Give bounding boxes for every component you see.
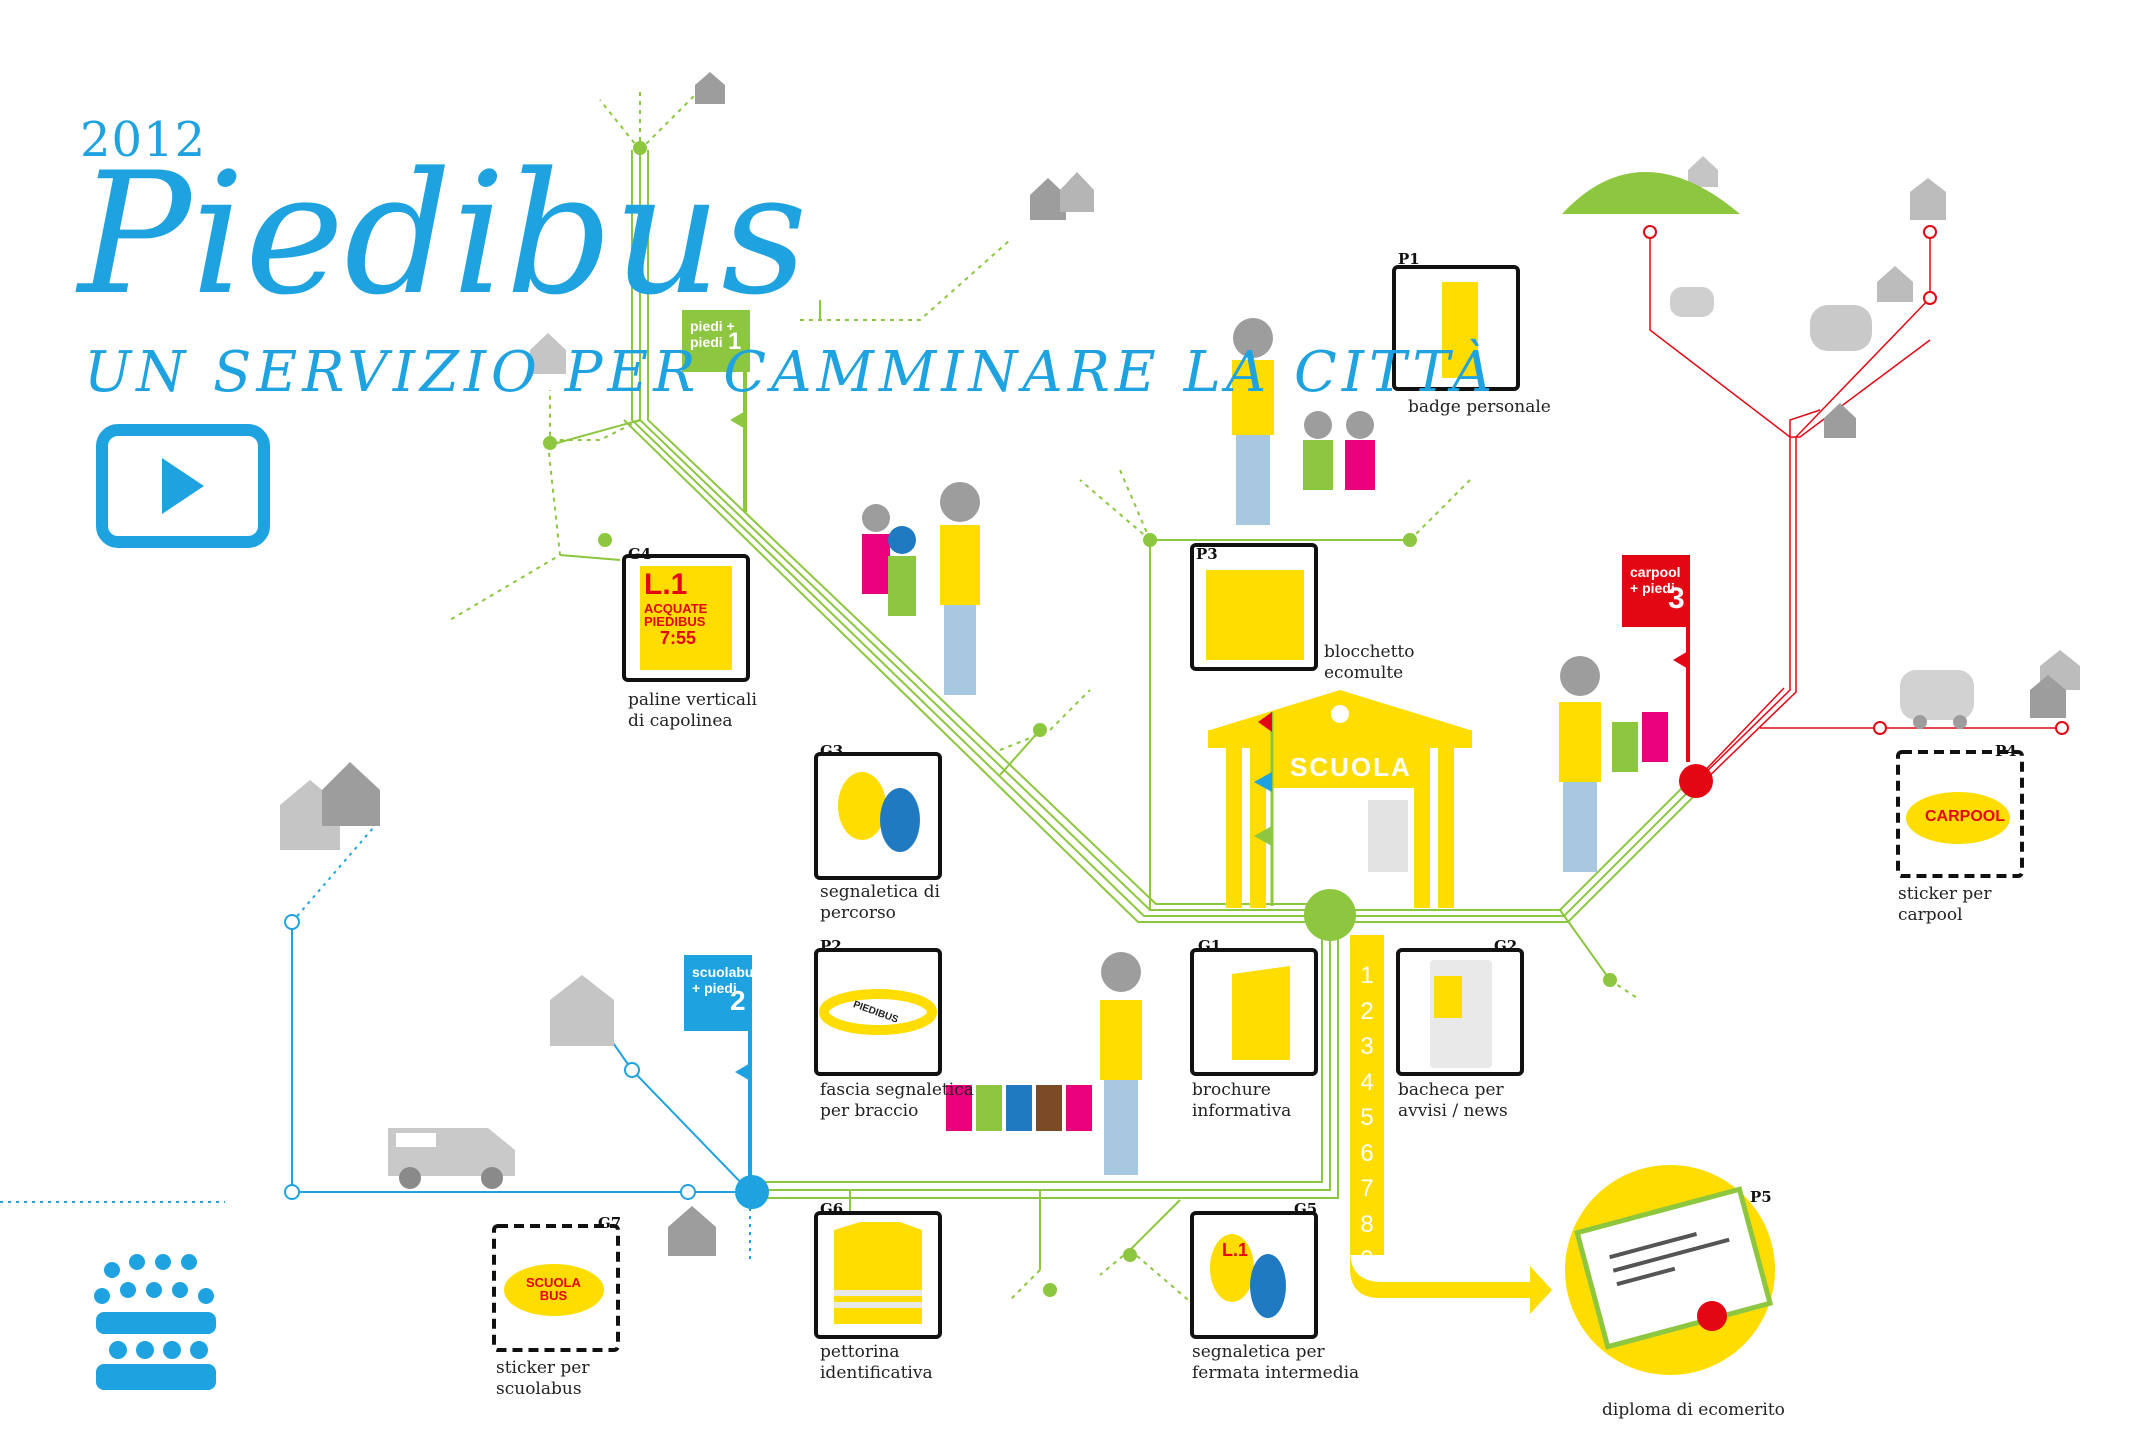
blue-hub: [735, 1175, 769, 1209]
item-caption: fascia segnaletica per braccio: [820, 1080, 974, 1121]
green-route-network: [449, 89, 1699, 1311]
item-caption: diploma di ecomerito: [1602, 1400, 1785, 1420]
item-code: G4: [628, 545, 652, 563]
route-3-number: 3: [1668, 582, 1685, 615]
item-code: G7: [598, 1214, 622, 1232]
g5-line: L.1: [1222, 1240, 1249, 1260]
item-code: G2: [1494, 937, 1518, 955]
people-walking: [862, 318, 1668, 1175]
green-route-stops: [543, 141, 1617, 1297]
item-caption: badge personale: [1408, 397, 1551, 417]
year: 2012: [80, 112, 207, 168]
step: 2: [1360, 997, 1374, 1025]
item-caption: segnaletica per fermata intermedia: [1192, 1342, 1360, 1383]
item-code: G3: [820, 742, 844, 760]
item-code: P1: [1398, 250, 1420, 268]
item-code: G5: [1294, 1200, 1318, 1218]
item-caption: segnaletica di percorso: [820, 882, 940, 923]
p4-sticker-text: CARPOOL: [1925, 808, 2005, 825]
hill: [1562, 172, 1740, 214]
item-caption: blocchetto ecomulte: [1324, 642, 1415, 683]
route-3-label: carpool + piedi: [1630, 564, 1681, 596]
step: 8: [1360, 1210, 1374, 1238]
item-code: P4: [1995, 742, 2017, 760]
van-icon: [388, 1128, 515, 1189]
step: 4: [1360, 1068, 1374, 1096]
blue-route-stops: [284, 914, 696, 1200]
item-caption: sticker per carpool: [1898, 884, 1992, 925]
item-caption: pettorina identificativa: [820, 1342, 933, 1383]
route-2-label: scuolabus + piedi: [692, 964, 762, 996]
red-route-stops: [1643, 225, 2069, 735]
certificate-icon: [1565, 1165, 1775, 1375]
school-building-icon: [1208, 690, 1472, 908]
route-flags: [682, 310, 1690, 1180]
g4-time: 7:55: [660, 628, 697, 648]
play-icon: [162, 458, 204, 514]
step-list: 1 2 3 4 5 6 7 8 9: [1352, 958, 1382, 1278]
route-1-number: 1: [728, 328, 742, 355]
step: 5: [1360, 1104, 1374, 1131]
item-code: P5: [1750, 1188, 1772, 1206]
g7-sticker-text: SCUOLA BUS: [526, 1275, 581, 1303]
thumbnails: [504, 282, 2010, 1324]
red-hub: [1679, 764, 1713, 798]
step-path: [1350, 935, 1552, 1314]
item-caption: bacheca per avvisi / news: [1398, 1080, 1508, 1121]
item-code: P2: [820, 937, 842, 955]
step: 6: [1360, 1139, 1374, 1167]
play-button[interactable]: [96, 424, 270, 548]
item-code: G6: [820, 1200, 844, 1218]
item-caption: brochure informativa: [1192, 1080, 1292, 1121]
step: 9: [1360, 1246, 1374, 1273]
tagline: UN SERVIZIO PER CAMMINARE LA CITTÀ: [84, 340, 1498, 405]
blue-route-network: [0, 819, 760, 1260]
route-1-label: piedi + piedi: [690, 318, 735, 350]
item-code: P3: [1196, 545, 1218, 563]
step: 7: [1360, 1175, 1374, 1202]
route-2-number: 2: [730, 985, 746, 1016]
item-code: G1: [1198, 937, 1222, 955]
brand-title: Piedibus: [78, 136, 808, 332]
people-group-icon: [94, 1254, 216, 1390]
g4-line: L.1: [644, 568, 688, 601]
house-icon: [280, 72, 2080, 1256]
g4-title: ACQUATE PIEDIBUS: [644, 601, 708, 629]
step: 1: [1360, 962, 1374, 989]
car-icon: [1670, 287, 1974, 729]
step: 3: [1360, 1033, 1374, 1060]
school-label: SCUOLA: [1290, 752, 1412, 782]
red-route-network: [1649, 232, 2060, 786]
item-caption: sticker per scuolabus: [496, 1358, 590, 1399]
item-caption: paline verticali di capolinea: [628, 690, 757, 731]
